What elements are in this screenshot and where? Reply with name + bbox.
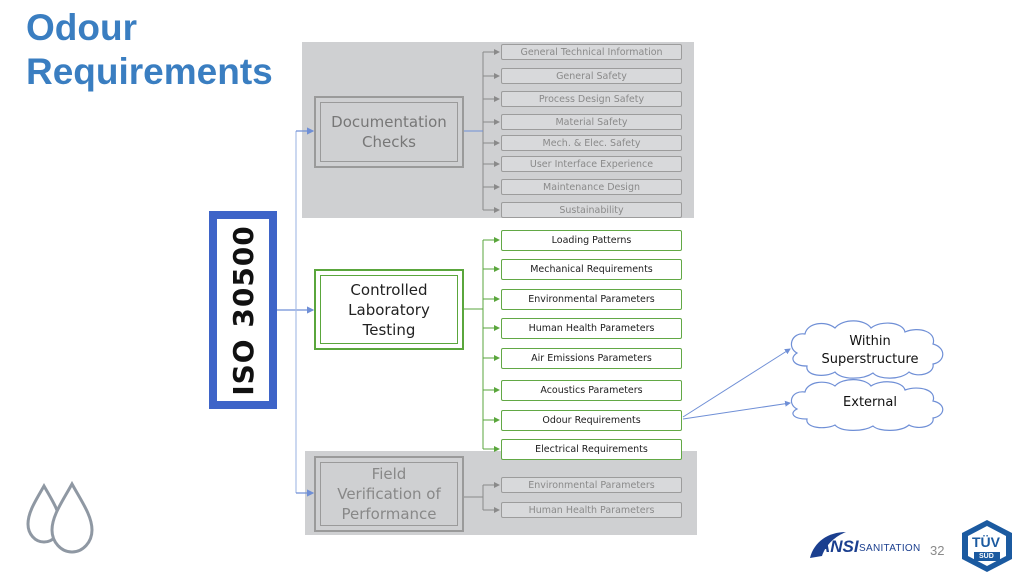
ansi-wordmark: ANSI xyxy=(818,537,859,556)
tuv-sud-logo: TÜV SÜD xyxy=(958,518,1016,574)
sanitation-wordmark: SANITATION xyxy=(859,543,921,554)
page-number: 32 xyxy=(930,543,945,558)
external-label: External xyxy=(843,395,897,410)
leaf-field_items-1: Human Health Parameters xyxy=(501,502,682,518)
leaf-documentation_items-3: Material Safety xyxy=(501,114,682,130)
odour-target-clouds xyxy=(790,320,944,431)
leaf-laboratory_items-3: Human Health Parameters xyxy=(501,317,682,339)
leaf-documentation_items-6: Maintenance Design xyxy=(501,179,682,195)
leaf-documentation_items-0: General Technical Information xyxy=(501,44,682,60)
leaf-documentation_items-4: Mech. & Elec. Safety xyxy=(501,135,682,151)
leaf-laboratory_items-7: Electrical Requirements xyxy=(501,438,682,460)
leaf-laboratory_items-4: Air Emissions Parameters xyxy=(501,347,682,369)
tuv-wordmark: TÜV xyxy=(972,534,1000,550)
leaf-laboratory_items-6: Odour Requirements xyxy=(501,409,682,431)
field-verification-label: Field Verification of Performance xyxy=(337,465,441,523)
controlled-lab-testing-node: Controlled Laboratory Testing xyxy=(314,269,464,350)
controlled-lab-testing-label: Controlled Laboratory Testing xyxy=(348,280,430,339)
leaf-documentation_items-7: Sustainability xyxy=(501,202,682,218)
ansi-swoosh-icon xyxy=(810,532,846,558)
leaf-documentation_items-2: Process Design Safety xyxy=(501,91,682,107)
documentation-checks-node: Documentation Checks xyxy=(314,96,464,168)
leaf-laboratory_items-2: Environmental Parameters xyxy=(501,288,682,310)
slide-title: Odour Requirements xyxy=(26,7,273,92)
droplets-icon xyxy=(26,480,94,554)
within-superstructure-cloud xyxy=(790,320,944,379)
leaf-field_items-0: Environmental Parameters xyxy=(501,477,682,493)
sud-wordmark: SÜD xyxy=(979,553,994,560)
iso-30500-box: ISO 30500 xyxy=(209,211,277,409)
iso-30500-label: ISO 30500 xyxy=(226,224,260,396)
within-superstructure-label: Within Superstructure xyxy=(821,334,919,367)
external-cloud xyxy=(790,379,944,431)
leaf-laboratory_items-5: Acoustics Parameters xyxy=(501,379,682,401)
leaf-laboratory_items-0: Loading Patterns xyxy=(501,229,682,251)
leaf-laboratory_items-1: Mechanical Requirements xyxy=(501,258,682,280)
documentation-checks-label: Documentation Checks xyxy=(331,113,447,151)
tuv-hexagon-icon xyxy=(962,520,1012,572)
field-verification-node: Field Verification of Performance xyxy=(314,456,464,532)
leaf-documentation_items-1: General Safety xyxy=(501,68,682,84)
leaf-documentation_items-5: User Interface Experience xyxy=(501,156,682,172)
ansi-sanitation-logo: ANSI SANITATION xyxy=(806,528,926,564)
